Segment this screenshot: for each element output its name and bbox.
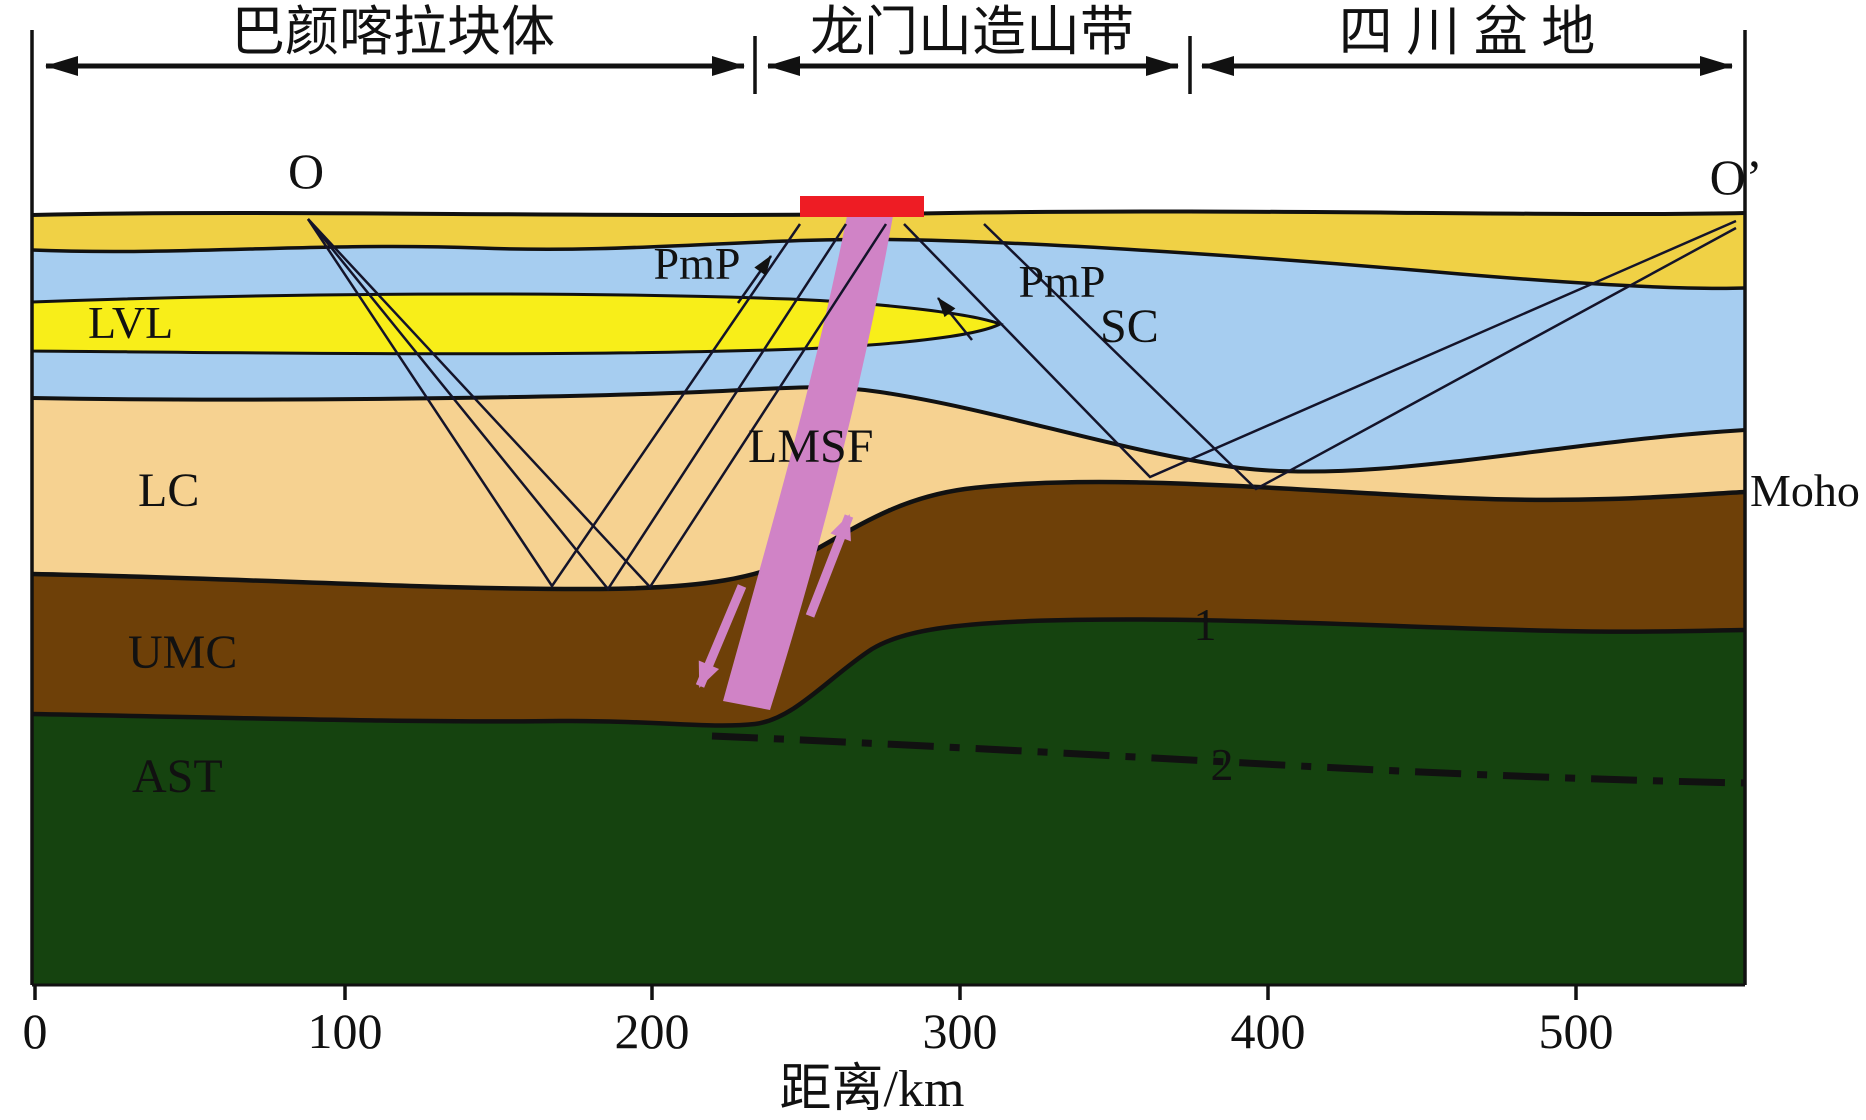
layer-surface-sediment — [32, 211, 1745, 289]
station-array-marker — [800, 196, 924, 217]
axis-tick-label-400: 400 — [1231, 1003, 1306, 1059]
boundary-marker-1: 1 — [1194, 599, 1217, 650]
layer-boundaries — [31, 209, 1746, 987]
axis-tick-label-500: 500 — [1539, 1003, 1614, 1059]
x-axis: 0 100 200 300 400 500 距离/km — [23, 1003, 1614, 1118]
boundary-midcrust — [31, 385, 1746, 474]
ray-left-1 — [306, 218, 802, 589]
fault-arrow-up-icon — [805, 514, 854, 618]
sc-label: SC — [1100, 300, 1159, 353]
labels: 巴颜喀拉块体 龙门山造山带 四 川 盆 地 O O’ PmP PmP LVL S… — [88, 2, 1860, 803]
layer-fills — [30, 211, 1745, 986]
region-label-longmenshan: 龙门山造山带 — [810, 2, 1134, 62]
umc-label: UMC — [128, 626, 237, 679]
region-label-sichuan-basin: 四 川 盆 地 — [1339, 2, 1596, 62]
lvl-label: LVL — [88, 297, 173, 348]
axis-title: 距离/km — [780, 1061, 965, 1118]
figure-frame — [30, 30, 1747, 1000]
pmp-arrow-right-icon — [937, 297, 973, 341]
boundary-marker-2: 2 — [1211, 739, 1234, 790]
pmp-label-right: PmP — [1019, 256, 1106, 307]
boundary-deep-dashdot — [711, 732, 1746, 787]
pmp-arrow-left-icon — [736, 255, 773, 304]
shot-point-o-label: O — [288, 143, 324, 199]
axis-tick-label-100: 100 — [308, 1003, 383, 1059]
ray-right-1 — [903, 219, 1737, 479]
fault-slip-arrows — [695, 514, 854, 688]
axis-tick-label-200: 200 — [615, 1003, 690, 1059]
fault-arrow-down-icon — [695, 584, 747, 688]
boundary-moho — [31, 479, 1746, 592]
lmsf-label: LMSF — [748, 420, 873, 473]
region-label-bayan-har: 巴颜喀拉块体 — [231, 2, 555, 62]
ray-left-3 — [307, 218, 888, 590]
axis-tick-label-0: 0 — [23, 1003, 48, 1059]
boundary-lithosphere-top — [31, 617, 1746, 728]
lmsf-fault-zone — [723, 216, 893, 710]
moho-label: Moho — [1750, 465, 1860, 516]
axis-tick-label-300: 300 — [923, 1003, 998, 1059]
boundary-sediment-base — [31, 237, 1746, 291]
lc-label: LC — [138, 464, 199, 517]
pmp-label-left: PmP — [654, 238, 741, 289]
ast-label: AST — [132, 750, 223, 803]
shot-point-o-prime-label: O’ — [1710, 149, 1763, 205]
ray-right-2 — [983, 223, 1737, 491]
ray-left-2 — [307, 218, 848, 592]
boundary-surface — [31, 209, 1746, 217]
layer-asthenosphere — [32, 619, 1745, 985]
seismic-ray-paths — [306, 218, 1737, 592]
